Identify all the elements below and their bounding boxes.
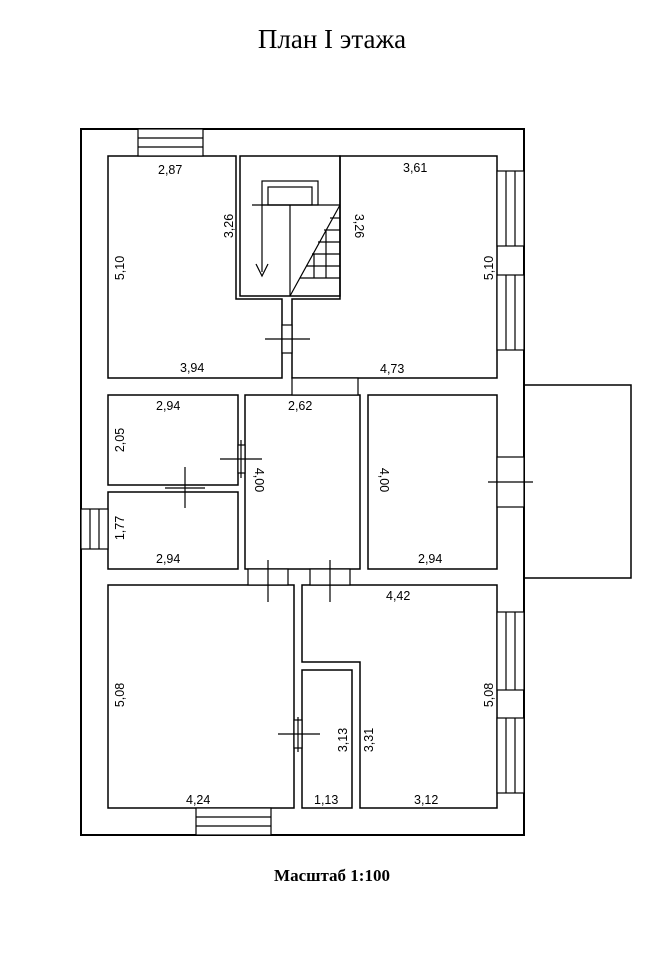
door-bottom-left — [247, 560, 289, 602]
dim-bottom-left-length: 5,08 — [113, 683, 127, 707]
door-bottom-right — [309, 560, 351, 602]
dim-middle-right-length: 4,00 — [377, 468, 391, 492]
dim-hall-length: 4,00 — [252, 468, 266, 492]
dim-bottom-right-width: 4,42 — [386, 589, 410, 603]
window-right-4 — [496, 717, 525, 794]
dim-top-left-width: 2,87 — [158, 163, 182, 177]
dim-top-left-length: 5,10 — [113, 256, 127, 280]
dim-small-2-length: 1,77 — [113, 516, 127, 540]
door-top-right — [291, 377, 359, 396]
dim-small-1-length: 2,05 — [113, 428, 127, 452]
dim-top-right-side: 3,26 — [352, 214, 366, 238]
dim-top-left-bottom: 3,94 — [180, 361, 204, 375]
window-top — [137, 128, 204, 157]
room-bottom-left — [107, 584, 295, 809]
dim-bottom-right-length: 5,08 — [482, 683, 496, 707]
window-right-2 — [496, 274, 525, 351]
window-right-3 — [496, 611, 525, 691]
window-bottom — [195, 807, 272, 836]
room-small-1 — [107, 394, 239, 486]
room-bottom-right — [301, 584, 498, 809]
dim-bottom-right-bottom: 3,12 — [414, 793, 438, 807]
room-top-right — [291, 155, 498, 379]
windows — [80, 128, 525, 836]
dim-small-1-width: 2,94 — [156, 399, 180, 413]
dim-bottom-left-width: 4,24 — [186, 793, 210, 807]
room-top-left — [107, 155, 283, 379]
porch — [523, 384, 632, 579]
dim-top-right-length: 5,10 — [482, 256, 496, 280]
dim-small-2-width: 2,94 — [156, 552, 180, 566]
plan-title: План I этажа — [257, 24, 407, 54]
dim-hall-width: 2,62 — [288, 399, 312, 413]
dim-bottom-right-side: 3,31 — [362, 728, 376, 752]
door-closet — [278, 717, 320, 752]
scale-label: Масштаб 1:100 — [274, 866, 390, 885]
door-small-1 — [220, 440, 262, 478]
door-small-corridor — [165, 467, 205, 508]
dim-closet-width: 1,13 — [314, 793, 338, 807]
dim-top-right-width: 3,61 — [403, 161, 427, 175]
dim-top-left-side: 3,26 — [222, 214, 236, 238]
dim-top-right-bottom: 4,73 — [380, 362, 404, 376]
doors — [165, 324, 533, 752]
window-right-1 — [496, 170, 525, 247]
door-middle-right — [488, 456, 533, 508]
dim-middle-right-width: 2,94 — [418, 552, 442, 566]
door-top-left — [265, 324, 310, 354]
staircase — [252, 180, 341, 297]
dim-closet-length: 3,13 — [336, 728, 350, 752]
window-left — [80, 508, 109, 550]
